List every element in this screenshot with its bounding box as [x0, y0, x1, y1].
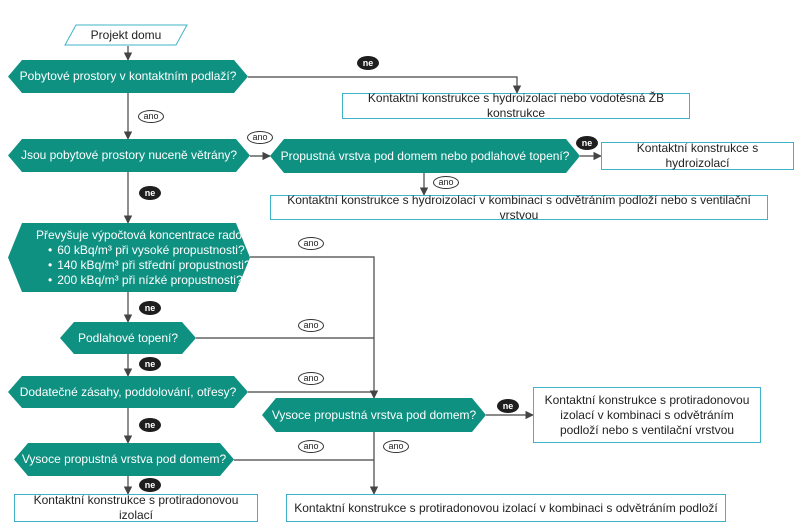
- result-waterproofing-or-concrete: Kontaktní konstrukce s hydroizolací nebo…: [342, 91, 690, 120]
- result-anti-radon-ventilated: Kontaktní konstrukce s protiradonovou iz…: [286, 494, 726, 522]
- decision-highly-permeable-left: Vysoce propustná vrstva pod domem?: [14, 443, 234, 476]
- decision-radon-condition-low: 200 kBq/m³ při nízké propustnosti?: [36, 273, 243, 288]
- no-label-permeable-or-floor-heating: ne: [576, 136, 598, 150]
- decision-radon: Převyšuje výpočtová koncentrace radonu 6…: [8, 223, 250, 292]
- no-label-living-spaces: ne: [357, 56, 379, 70]
- result-anti-radon-ventilated-label: Kontaktní konstrukce s protiradonovou iz…: [294, 500, 718, 515]
- decision-living-spaces: Pobytové prostory v kontaktním podlaží?: [8, 60, 248, 93]
- decision-permeable-or-floor-heating: Propustná vrstva pod domem nebo podlahov…: [270, 139, 580, 173]
- result-anti-radon-label: Kontaktní konstrukce s protiradonovou iz…: [33, 493, 239, 522]
- no-label-floor-heating: ne: [139, 357, 161, 371]
- parallelogram-shape: [64, 24, 188, 46]
- no-label-highly-permeable-left: ne: [139, 478, 161, 492]
- decision-floor-heating-label: Podlahové topení?: [77, 330, 179, 345]
- yes-label-additional-work: ano: [298, 372, 324, 385]
- yes-label-permeable-or-floor-heating: ano: [433, 176, 459, 189]
- result-anti-radon-ventilated-layer-label: Kontaktní konstrukce s protiradonovou iz…: [544, 392, 750, 437]
- decision-living-spaces-label: Pobytové prostory v kontaktním podlaží?: [19, 69, 237, 83]
- yes-label-living-spaces: ano: [138, 110, 164, 123]
- result-anti-radon-ventilated-layer: Kontaktní konstrukce s protiradonovou iz…: [533, 387, 761, 443]
- result-waterproofing-or-concrete-label: Kontaktní konstrukce s hydroizolací nebo…: [367, 91, 665, 120]
- decision-radon-condition-high: 60 kBq/m³ při vysoké propustnosti?: [36, 243, 245, 258]
- start-label: Projekt domu: [90, 28, 162, 42]
- result-waterproofing: Kontaktní konstrukce s hydroizolací: [601, 141, 794, 170]
- decision-radon-title: Převyšuje výpočtová koncentrace radonu: [36, 227, 256, 242]
- yes-label-highly-permeable-right: ano: [383, 440, 409, 453]
- yes-label-radon: ano: [298, 237, 324, 250]
- decision-permeable-or-floor-heating-label: Propustná vrstva pod domem nebo podlahov…: [280, 148, 570, 163]
- no-label-highly-permeable-right: ne: [497, 399, 519, 413]
- result-waterproofing-label: Kontaktní konstrukce s hydroizolací: [636, 141, 759, 170]
- decision-floor-heating: Podlahové topení?: [60, 322, 196, 354]
- no-label-forced-ventilation: ne: [139, 186, 161, 200]
- yes-label-floor-heating: ano: [298, 319, 324, 332]
- yes-label-highly-permeable-left: ano: [298, 440, 324, 453]
- decision-forced-ventilation: Jsou pobytové prostory nuceně větrány?: [8, 139, 250, 172]
- result-waterproofing-ventilated-label: Kontaktní konstrukce s hydroizolací v ko…: [287, 192, 751, 222]
- decision-highly-permeable-right-label: Vysoce propustná vrstva pod domem?: [271, 407, 477, 422]
- decision-radon-condition-medium: 140 kBq/m³ při střední propustnosti?: [36, 258, 251, 273]
- decision-highly-permeable-left-label: Vysoce propustná vrstva pod domem?: [21, 452, 227, 466]
- result-anti-radon: Kontaktní konstrukce s protiradonovou iz…: [14, 493, 258, 522]
- decision-forced-ventilation-label: Jsou pobytové prostory nuceně větrány?: [20, 148, 238, 162]
- yes-label-forced-ventilation: ano: [247, 131, 273, 144]
- no-label-radon: ne: [139, 301, 161, 315]
- decision-additional-work: Dodatečné zásahy, poddolování, otřesy?: [8, 376, 248, 408]
- decision-highly-permeable-right: Vysoce propustná vrstva pod domem?: [262, 398, 486, 432]
- result-waterproofing-ventilated: Kontaktní konstrukce s hydroizolací v ko…: [270, 192, 768, 222]
- decision-additional-work-label: Dodatečné zásahy, poddolování, otřesy?: [19, 384, 237, 399]
- start-node: Projekt domu: [64, 24, 188, 46]
- no-label-additional-work: ne: [139, 418, 161, 432]
